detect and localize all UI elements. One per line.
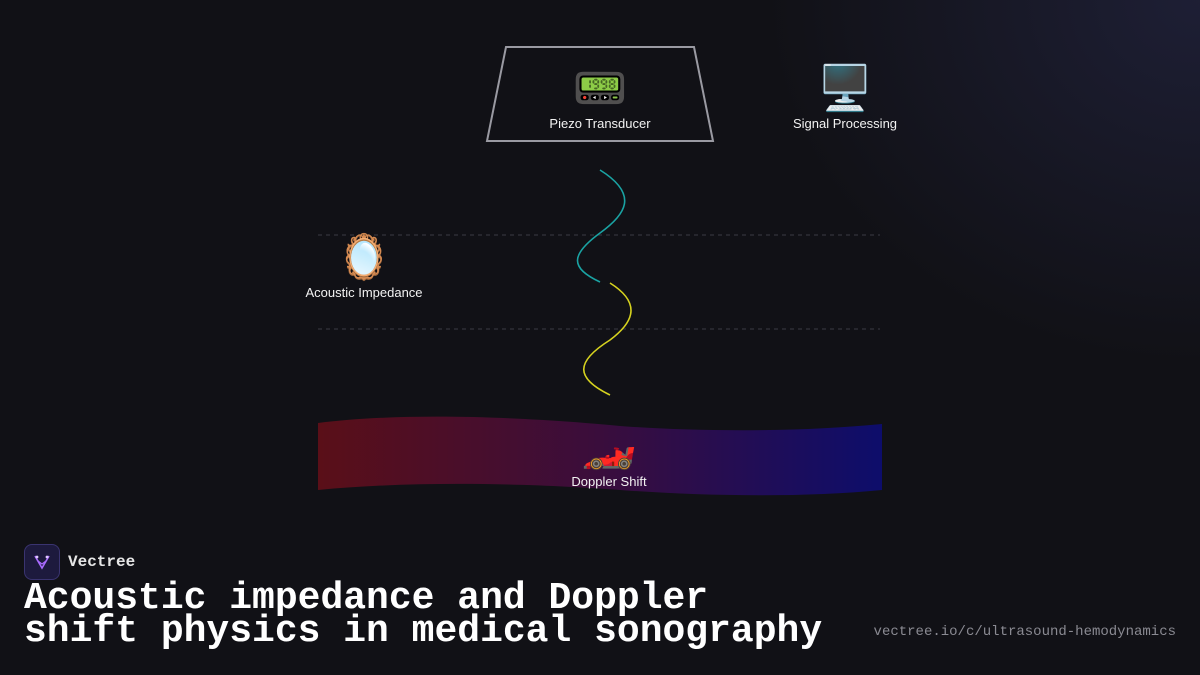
mirror-icon: 🪞 [336,233,392,282]
monitor-icon: 🖥️ [817,64,873,113]
blood-vessel [318,416,882,496]
node-label: Piezo Transducer [549,116,651,131]
node-label: Acoustic Impedance [305,285,423,300]
node-doppler-shift: 🏎️ Doppler Shift [571,422,646,489]
transducer-housing [485,46,715,142]
node-piezo-transducer: 📟 Piezo Transducer [549,64,650,131]
pager-icon: 📟 [572,64,628,113]
page-title: Acoustic impedance and Doppler shift phy… [24,577,823,653]
brand-name: Vectree [68,553,136,571]
source-url: vectree.io/c/ultrasound-hemodynamics [873,624,1176,640]
emitted-wave [576,169,626,283]
node-label: Signal Processing [792,116,898,131]
node-label: Doppler Shift [571,474,647,489]
node-acoustic-impedance: 🪞 Acoustic Impedance [305,233,422,300]
vectree-logo-icon [24,544,60,580]
brand: Vectree [24,544,135,580]
race-car-icon: 🏎️ [581,422,637,471]
node-signal-processing: 🖥️ Signal Processing [793,64,897,131]
reflected-wave [582,282,632,396]
